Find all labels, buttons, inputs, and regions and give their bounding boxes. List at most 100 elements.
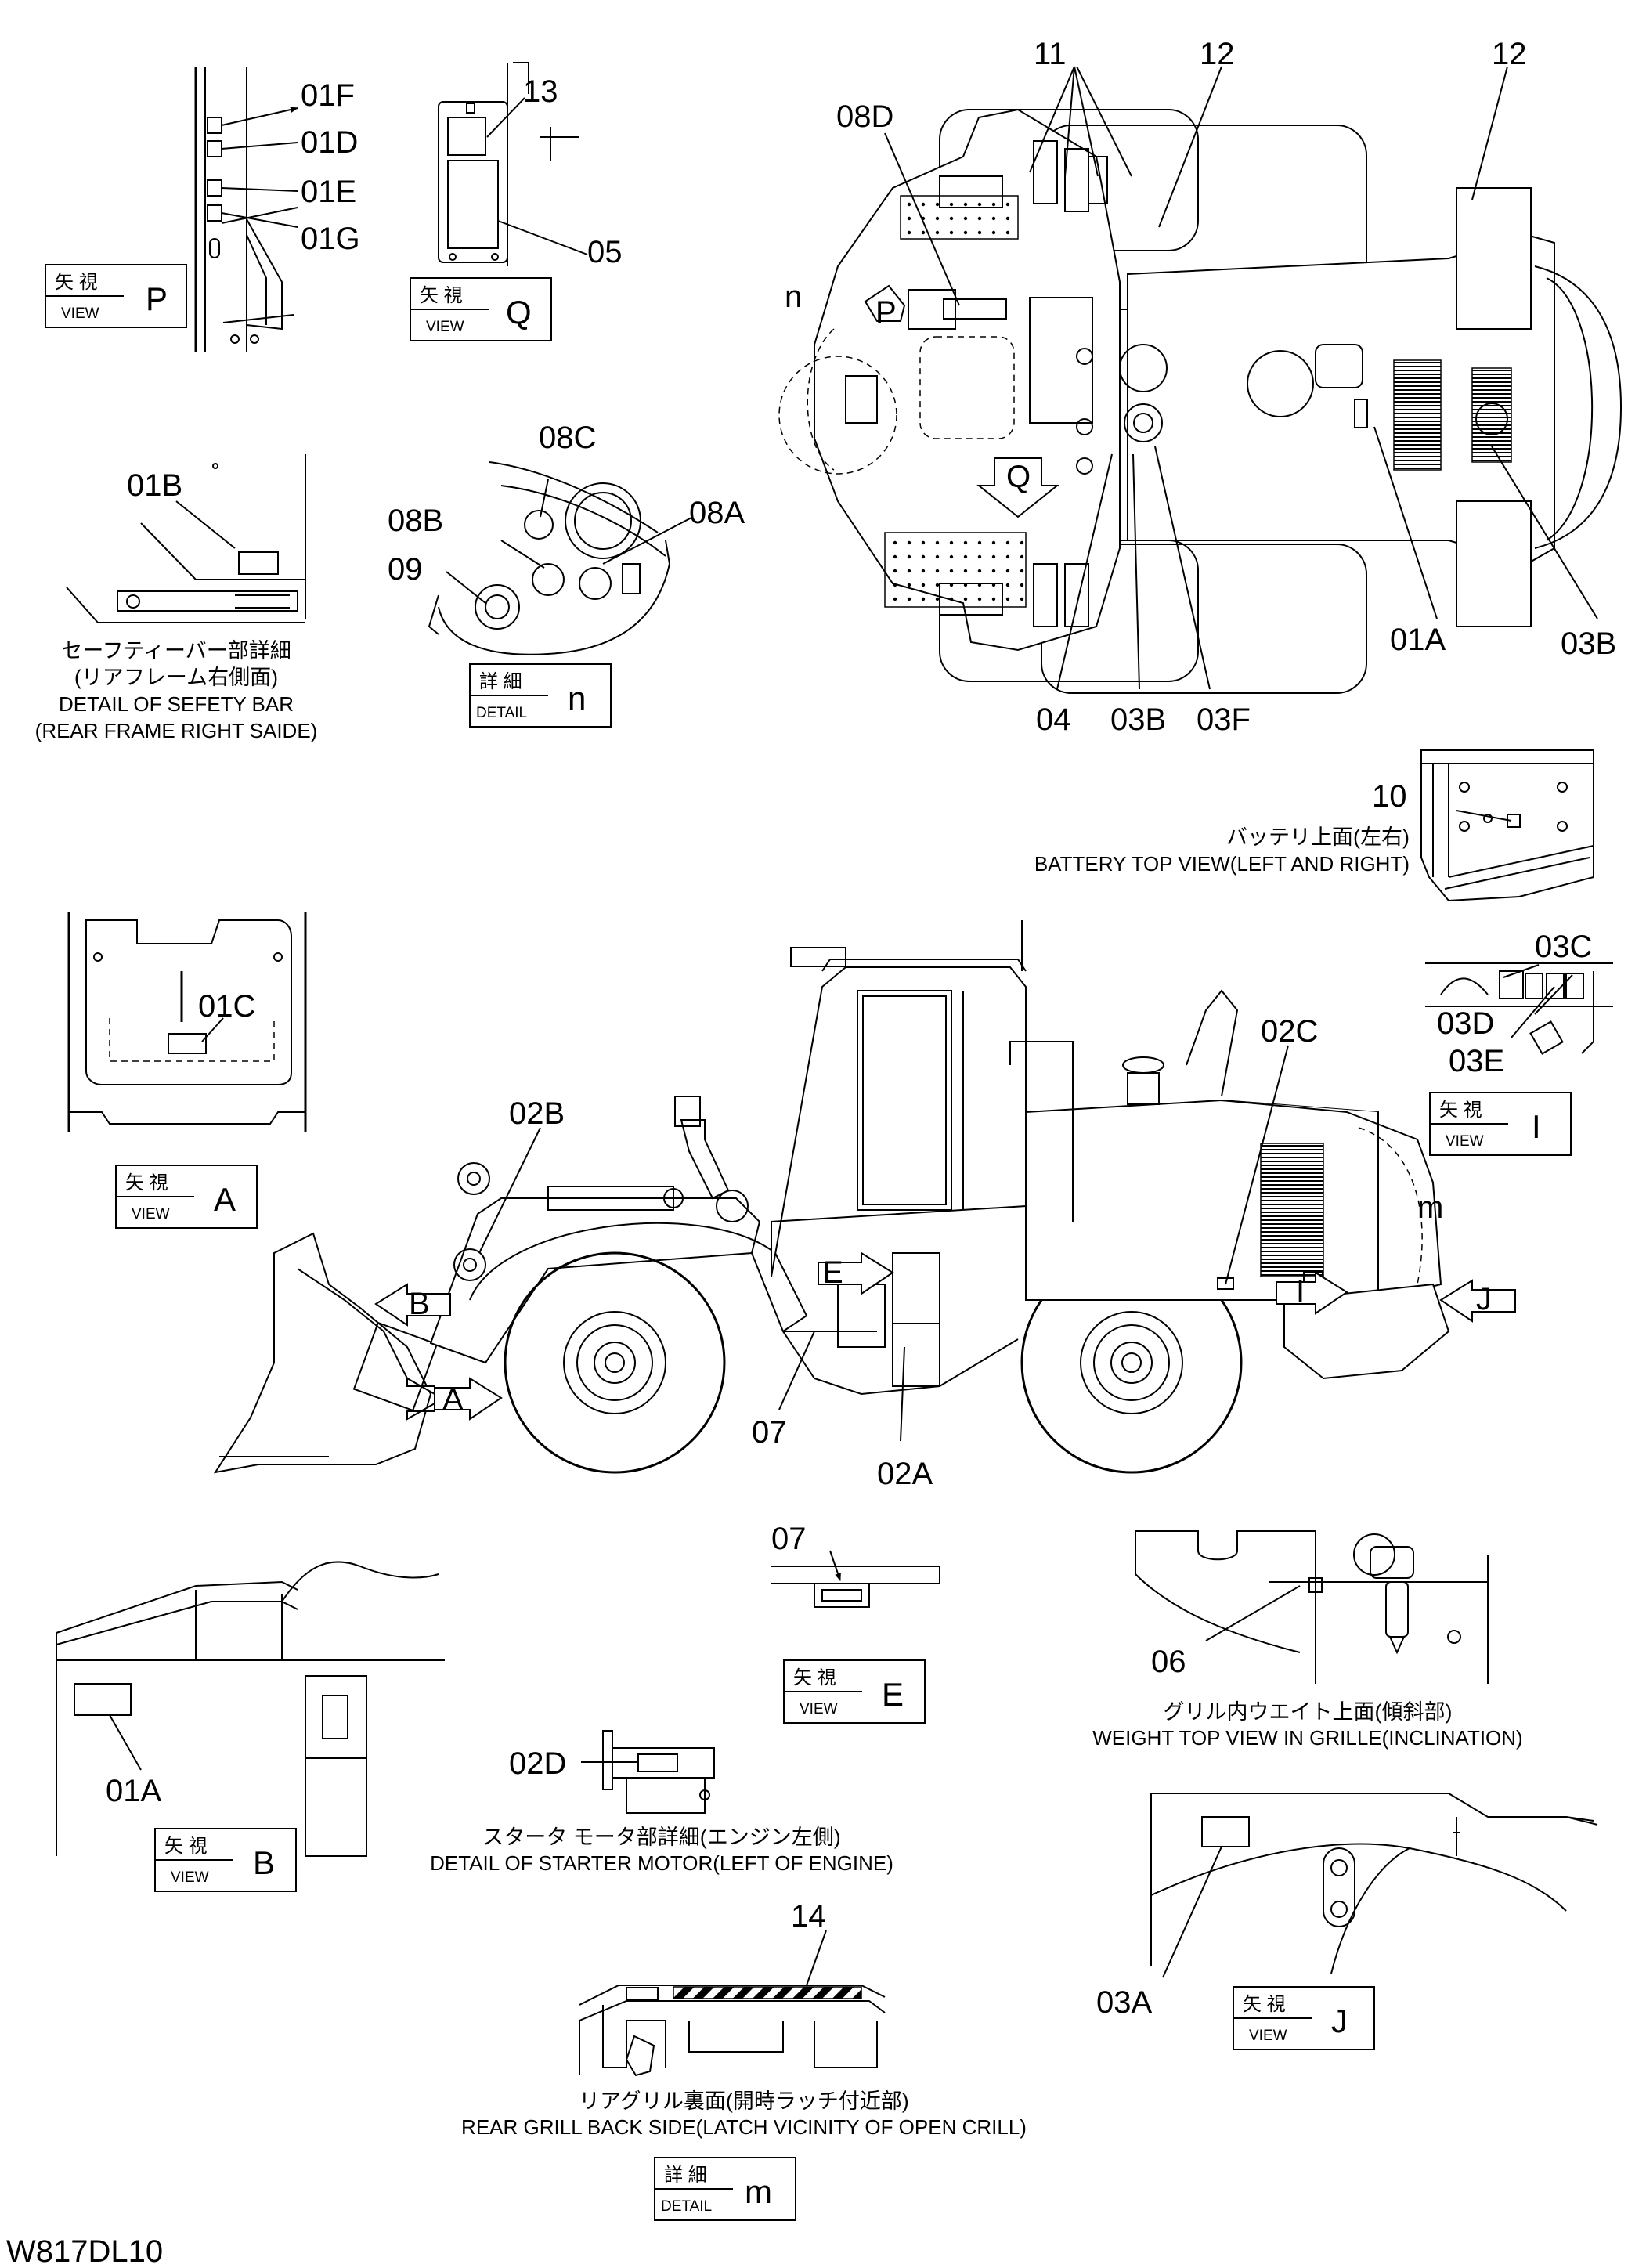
view-box-j: 矢 視 VIEW J xyxy=(1233,1986,1375,2050)
svg-text:VIEW: VIEW xyxy=(1446,1133,1484,1150)
machine-side-view: B A E I J m 02B 02C 07 02A xyxy=(213,920,1516,1491)
weight-caption-jp: グリル内ウエイト上面(傾斜部) xyxy=(1164,1700,1453,1724)
safety-bar-caption-jp2: (リアフレーム右側面) xyxy=(74,666,278,689)
safety-bar-caption-en2: (REAR FRAME RIGHT SAIDE) xyxy=(35,719,318,742)
callout-12a: 12 xyxy=(1200,37,1235,71)
callout-03E: 03E xyxy=(1449,1044,1504,1078)
svg-text:矢 視: 矢 視 xyxy=(164,1836,208,1857)
svg-text:矢 視: 矢 視 xyxy=(1439,1100,1482,1121)
view-box-m: 詳 細 DETAIL m xyxy=(654,2157,796,2221)
marker-b: B xyxy=(409,1287,430,1321)
marker-j: J xyxy=(1476,1282,1492,1316)
callout-01C: 01C xyxy=(198,989,255,1024)
starter-detail: 02D スタータ モータ部詳細(エンジン左側) DETAIL OF STARTE… xyxy=(430,1730,893,1875)
drawing-code: W817DL10 xyxy=(6,2234,163,2268)
svg-text:VIEW: VIEW xyxy=(426,319,464,335)
callout-01D: 01D xyxy=(301,125,358,160)
callout-03A: 03A xyxy=(1096,1985,1152,2020)
weight-caption-en: WEIGHT TOP VIEW IN GRILLE(INCLINATION) xyxy=(1092,1726,1522,1750)
marker-p: P xyxy=(875,295,897,330)
view-box-q: 矢 視 VIEW Q xyxy=(410,277,552,341)
svg-text:矢 視: 矢 視 xyxy=(55,272,98,293)
callout-02B: 02B xyxy=(509,1096,565,1131)
callout-04: 04 xyxy=(1036,702,1071,737)
callout-02C: 02C xyxy=(1261,1014,1318,1049)
battery-detail: 10 バッテリ上面(左右) BATTERY TOP VIEW(LEFT AND … xyxy=(1034,749,1594,902)
svg-text:矢 視: 矢 視 xyxy=(420,285,463,306)
safety-bar-caption-en1: DETAIL OF SEFETY BAR xyxy=(59,692,294,716)
battery-caption-jp: バッテリ上面(左右) xyxy=(1226,825,1410,849)
marker-n: n xyxy=(785,280,802,314)
callout-12b: 12 xyxy=(1492,37,1527,71)
callout-07-main: 07 xyxy=(752,1415,787,1450)
callout-01F: 01F xyxy=(301,78,355,113)
callout-02D: 02D xyxy=(509,1746,566,1781)
svg-text:VIEW: VIEW xyxy=(800,1701,838,1717)
marker-q: Q xyxy=(1006,460,1031,494)
callout-08B: 08B xyxy=(388,504,443,538)
battery-caption-en: BATTERY TOP VIEW(LEFT AND RIGHT) xyxy=(1034,852,1410,876)
callout-08A: 08A xyxy=(689,496,745,530)
callout-07-e: 07 xyxy=(771,1522,807,1556)
svg-text:DETAIL: DETAIL xyxy=(476,705,527,721)
svg-text:A: A xyxy=(214,1181,236,1218)
machine-top-view: n P Q 11 12 12 08D 01A 03B 04 03B 03F xyxy=(778,37,1623,737)
callout-08D: 08D xyxy=(836,99,893,134)
svg-text:VIEW: VIEW xyxy=(132,1206,170,1222)
marker-m: m xyxy=(1417,1190,1443,1225)
svg-text:P: P xyxy=(146,280,168,317)
callout-10: 10 xyxy=(1372,779,1407,814)
callout-01B: 01B xyxy=(127,468,182,503)
svg-text:n: n xyxy=(568,680,586,717)
view-box-p: 矢 視 VIEW P xyxy=(45,264,187,328)
svg-text:矢 視: 矢 視 xyxy=(1243,1994,1286,2015)
callout-01A-top: 01A xyxy=(1390,623,1446,657)
svg-text:VIEW: VIEW xyxy=(61,305,99,322)
svg-text:VIEW: VIEW xyxy=(1249,2028,1287,2044)
callout-06: 06 xyxy=(1151,1645,1186,1679)
svg-text:VIEW: VIEW xyxy=(171,1869,209,1886)
view-e-detail: 07 矢 視 VIEW E xyxy=(771,1522,940,1724)
marker-e: E xyxy=(822,1255,843,1290)
callout-09: 09 xyxy=(388,552,423,587)
callout-13: 13 xyxy=(523,74,558,109)
safety-bar-caption-jp1: セーフティーバー部詳細 xyxy=(61,639,291,663)
view-box-b: 矢 視 VIEW B xyxy=(154,1828,297,1892)
callout-01G: 01G xyxy=(301,222,360,256)
detail-n-gauges: 08C 08B 08A 09 詳 細 DETAIL n xyxy=(388,421,745,728)
callout-03B-top: 03B xyxy=(1561,627,1616,661)
view-i-detail: 03C 03D 03E 矢 視 VIEW I xyxy=(1425,930,1613,1156)
callout-05: 05 xyxy=(587,235,623,269)
callout-14: 14 xyxy=(791,1899,826,1934)
callout-03B-mid: 03B xyxy=(1110,702,1166,737)
view-box-n: 詳 細 DETAIL n xyxy=(469,663,612,728)
weight-detail: 06 グリル内ウエイト上面(傾斜部) WEIGHT TOP VIEW IN GR… xyxy=(1092,1530,1523,1750)
svg-text:J: J xyxy=(1331,2003,1348,2039)
svg-text:詳 細: 詳 細 xyxy=(479,671,522,692)
marker-i: I xyxy=(1296,1274,1305,1309)
starter-caption-en: DETAIL OF STARTER MOTOR(LEFT OF ENGINE) xyxy=(430,1851,893,1875)
view-q-detail: 13 05 矢 視 VIEW Q xyxy=(410,62,623,341)
rear-grill-caption-jp: リアグリル裏面(開時ラッチ付近部) xyxy=(579,2089,909,2113)
svg-text:B: B xyxy=(253,1844,275,1881)
marker-a: A xyxy=(442,1382,464,1417)
callout-11: 11 xyxy=(1034,37,1067,71)
svg-text:矢 視: 矢 視 xyxy=(125,1172,168,1194)
view-a-detail: 01C 矢 視 VIEW A xyxy=(67,912,307,1229)
callout-01E: 01E xyxy=(301,175,356,209)
view-box-i: 矢 視 VIEW I xyxy=(1429,1092,1572,1156)
view-b-detail: 01A 矢 視 VIEW B xyxy=(56,1561,445,1892)
starter-caption-jp: スタータ モータ部詳細(エンジン左側) xyxy=(482,1826,840,1849)
callout-08C: 08C xyxy=(539,421,596,455)
svg-text:Q: Q xyxy=(506,294,532,330)
view-box-e: 矢 視 VIEW E xyxy=(783,1659,926,1724)
rear-grill-detail: 14 リアグリル裏面(開時ラッチ付近部) REAR GRILL BACK SID… xyxy=(461,1899,1027,2221)
safety-bar-detail: 01B セーフティーバー部詳細 (リアフレーム右側面) DETAIL OF SE… xyxy=(35,454,318,742)
view-j-detail: 03A 矢 視 VIEW J xyxy=(1096,1793,1598,2050)
svg-text:m: m xyxy=(745,2173,772,2210)
callout-03C: 03C xyxy=(1535,930,1592,964)
rear-grill-caption-en: REAR GRILL BACK SIDE(LATCH VICINITY OF O… xyxy=(461,2115,1027,2139)
svg-text:DETAIL: DETAIL xyxy=(661,2198,712,2215)
callout-01A-bottom: 01A xyxy=(106,1774,161,1808)
